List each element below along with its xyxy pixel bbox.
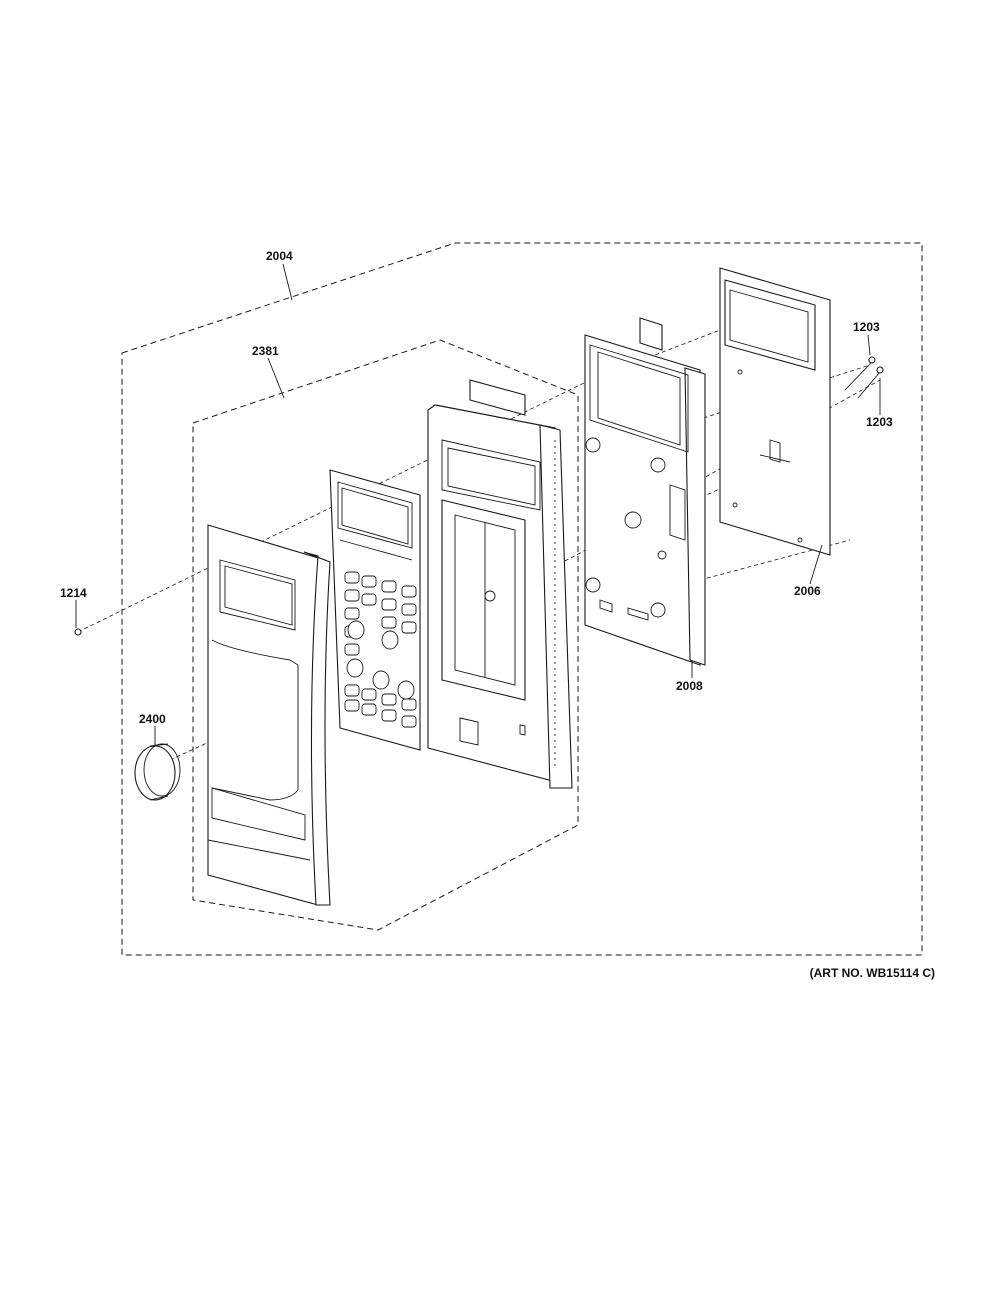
keypad-key (381, 598, 397, 611)
assembly-boundary-2381 (192, 339, 579, 931)
keypad-key (344, 589, 360, 602)
label-1203-bottom: 1203 (866, 415, 893, 429)
keypad-round-key (372, 670, 390, 690)
keypad-round-key (397, 680, 415, 700)
keypad-round-key (346, 658, 364, 678)
keypad-key (401, 621, 417, 634)
front-trim-panel (207, 524, 331, 906)
keypad-buttons (344, 571, 417, 728)
keypad-key (344, 643, 360, 656)
keypad-key (344, 699, 360, 712)
assembly-boundary-2004 (121, 242, 923, 956)
keypad-round-key (381, 630, 399, 650)
keypad-key (401, 698, 417, 711)
knob-part-2400 (134, 743, 181, 801)
label-2381: 2381 (252, 344, 279, 358)
keypad-key (344, 607, 360, 620)
keypad-key (381, 693, 397, 706)
bracket-part-2008 (584, 317, 706, 666)
keypad-key (401, 715, 417, 728)
keypad-key (381, 709, 397, 722)
keypad-key (361, 593, 377, 606)
keypad-key (381, 580, 397, 593)
control-panel-frame (427, 379, 573, 789)
label-2006: 2006 (794, 584, 821, 598)
art-number-caption: (ART NO. WB15114 C) (810, 966, 935, 980)
membrane-keypad (329, 469, 421, 751)
label-1214: 1214 (60, 586, 87, 600)
screw-part-1203 (844, 356, 884, 399)
label-2008: 2008 (676, 679, 703, 693)
label-1203-top: 1203 (853, 320, 880, 334)
circuit-board-part-2006 (719, 267, 831, 556)
keypad-key (381, 616, 397, 629)
keypad-key (361, 688, 377, 701)
keypad-key (361, 575, 377, 588)
label-2004: 2004 (266, 249, 293, 263)
keypad-key (361, 703, 377, 716)
keypad-key (344, 684, 360, 697)
screw-part-1214 (74, 628, 82, 636)
keypad-key (344, 571, 360, 584)
keypad-key (401, 603, 417, 616)
label-leaders (75, 263, 881, 745)
keypad-key (401, 585, 417, 598)
label-2400: 2400 (139, 712, 166, 726)
keypad-round-key (347, 620, 365, 640)
